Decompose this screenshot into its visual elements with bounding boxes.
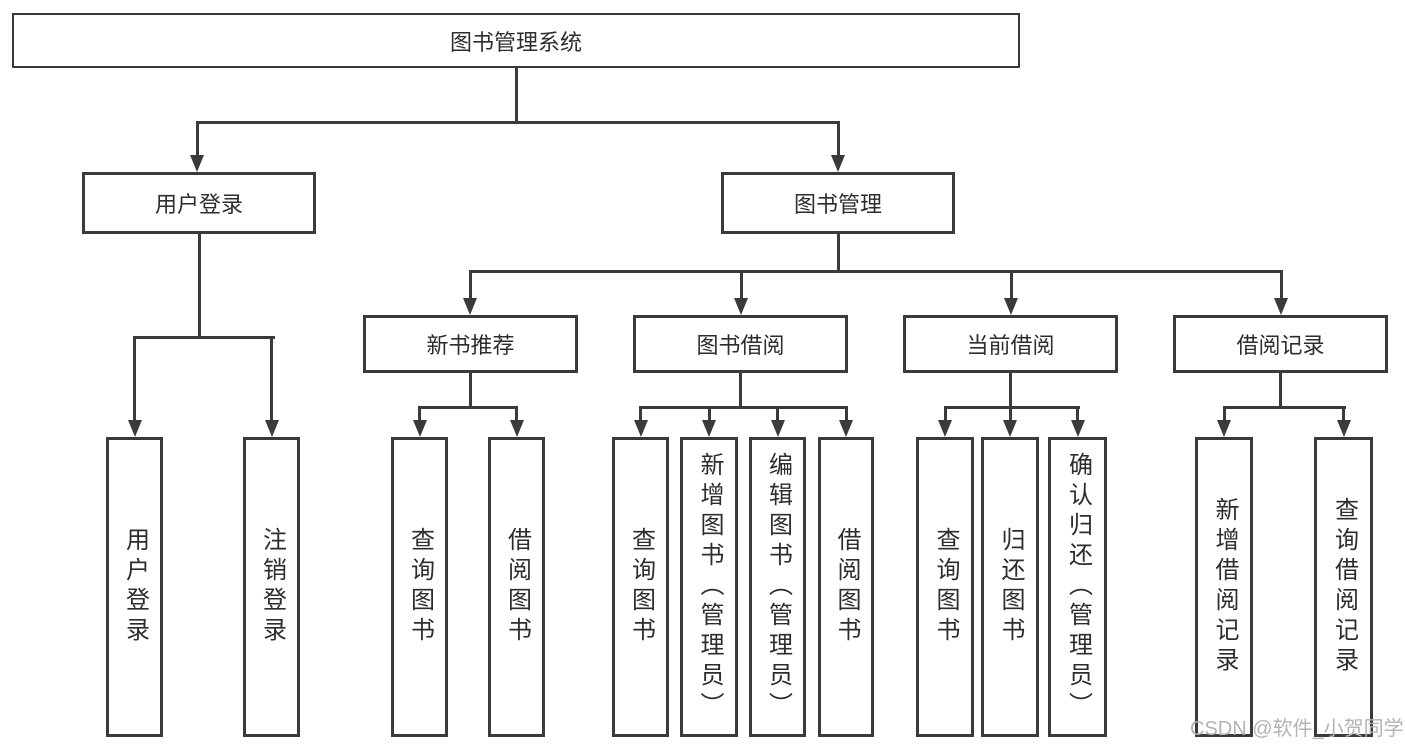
connector-line bbox=[639, 406, 642, 420]
arrowhead-down-icon bbox=[1070, 420, 1085, 437]
node-book-borrowing: 图书借阅 bbox=[633, 315, 848, 373]
connector-line bbox=[270, 336, 273, 420]
arrowhead-down-icon bbox=[1003, 420, 1017, 437]
node-leaf-borrow-books: 借阅图书 bbox=[818, 437, 874, 737]
watermark: CSDN @软件_小贺同学 bbox=[1190, 718, 1404, 740]
connector-line bbox=[514, 68, 518, 124]
connector-line bbox=[1279, 270, 1283, 298]
connector-line bbox=[836, 234, 840, 273]
connector-line bbox=[1009, 373, 1012, 409]
connector-line bbox=[739, 270, 743, 298]
connector-line bbox=[639, 406, 848, 409]
node-new-book-recommendation: 新书推荐 bbox=[363, 315, 578, 373]
arrowhead-down-icon bbox=[264, 420, 279, 437]
node-library-management-system: 图书管理系统 bbox=[12, 13, 1020, 68]
node-leaf-logout: 注销登录 bbox=[243, 437, 300, 737]
connector-line bbox=[195, 121, 199, 155]
connector-line bbox=[418, 406, 421, 420]
node-leaf-add-borrow-record: 新增借阅记录 bbox=[1195, 437, 1253, 737]
connector-line bbox=[739, 373, 742, 409]
node-leaf-add-book-admin: 新增图书（管理员） bbox=[680, 437, 738, 737]
node-leaf-return-book: 归还图书 bbox=[981, 437, 1039, 737]
connector-line bbox=[943, 406, 1080, 409]
connector-line bbox=[1076, 406, 1079, 420]
node-leaf-query-books: 查询图书 bbox=[916, 437, 974, 737]
connector-line bbox=[943, 406, 947, 420]
node-leaf-edit-book-admin: 编辑图书（管理员） bbox=[749, 437, 806, 737]
connector-line bbox=[197, 234, 201, 339]
node-leaf-query-borrow-record: 查询借阅记录 bbox=[1314, 437, 1373, 737]
arrowhead-down-icon bbox=[770, 420, 785, 437]
arrowhead-down-icon bbox=[463, 298, 477, 315]
connector-line bbox=[844, 406, 848, 420]
arrowhead-down-icon bbox=[1004, 298, 1018, 315]
node-leaf-borrow-books: 借阅图书 bbox=[488, 437, 545, 737]
arrowhead-down-icon bbox=[734, 298, 748, 315]
node-borrowing-records: 借阅记录 bbox=[1173, 315, 1388, 373]
connector-line bbox=[776, 406, 779, 420]
arrowhead-down-icon bbox=[633, 420, 648, 437]
connector-line bbox=[418, 406, 518, 409]
connector-line bbox=[1279, 373, 1282, 409]
arrowhead-down-icon bbox=[831, 155, 845, 172]
arrowhead-down-icon bbox=[509, 420, 524, 437]
connector-line bbox=[1222, 406, 1346, 409]
arrowhead-down-icon bbox=[839, 420, 853, 437]
connector-line bbox=[195, 121, 840, 124]
connector-line bbox=[469, 373, 472, 409]
arrowhead-down-icon bbox=[127, 420, 142, 437]
node-leaf-query-books: 查询图书 bbox=[391, 437, 448, 737]
arrowhead-down-icon bbox=[1336, 420, 1351, 437]
arrowhead-down-icon bbox=[702, 420, 716, 437]
arrowhead-down-icon bbox=[412, 420, 427, 437]
connector-line bbox=[836, 121, 840, 155]
node-leaf-user-login: 用户登录 bbox=[106, 437, 163, 737]
connector-line bbox=[1222, 406, 1226, 420]
connector-line bbox=[1342, 406, 1345, 420]
arrowhead-down-icon bbox=[938, 420, 952, 437]
node-leaf-confirm-return-admin: 确认归还（管理员） bbox=[1048, 437, 1107, 737]
connector-line bbox=[1009, 270, 1013, 298]
arrowhead-down-icon bbox=[1274, 298, 1288, 315]
node-user-login: 用户登录 bbox=[82, 172, 316, 234]
connector-line bbox=[133, 336, 275, 339]
arrowhead-down-icon bbox=[190, 155, 204, 172]
connector-line bbox=[707, 406, 711, 420]
arrowhead-down-icon bbox=[1217, 420, 1231, 437]
node-book-management: 图书管理 bbox=[721, 172, 955, 234]
connector-line bbox=[1008, 406, 1012, 420]
connector-line bbox=[468, 270, 1283, 273]
node-leaf-query-books: 查询图书 bbox=[612, 437, 669, 737]
connector-line bbox=[468, 270, 472, 298]
node-current-borrowing: 当前借阅 bbox=[903, 315, 1118, 373]
connector-line bbox=[133, 336, 136, 420]
connector-line bbox=[515, 406, 518, 420]
